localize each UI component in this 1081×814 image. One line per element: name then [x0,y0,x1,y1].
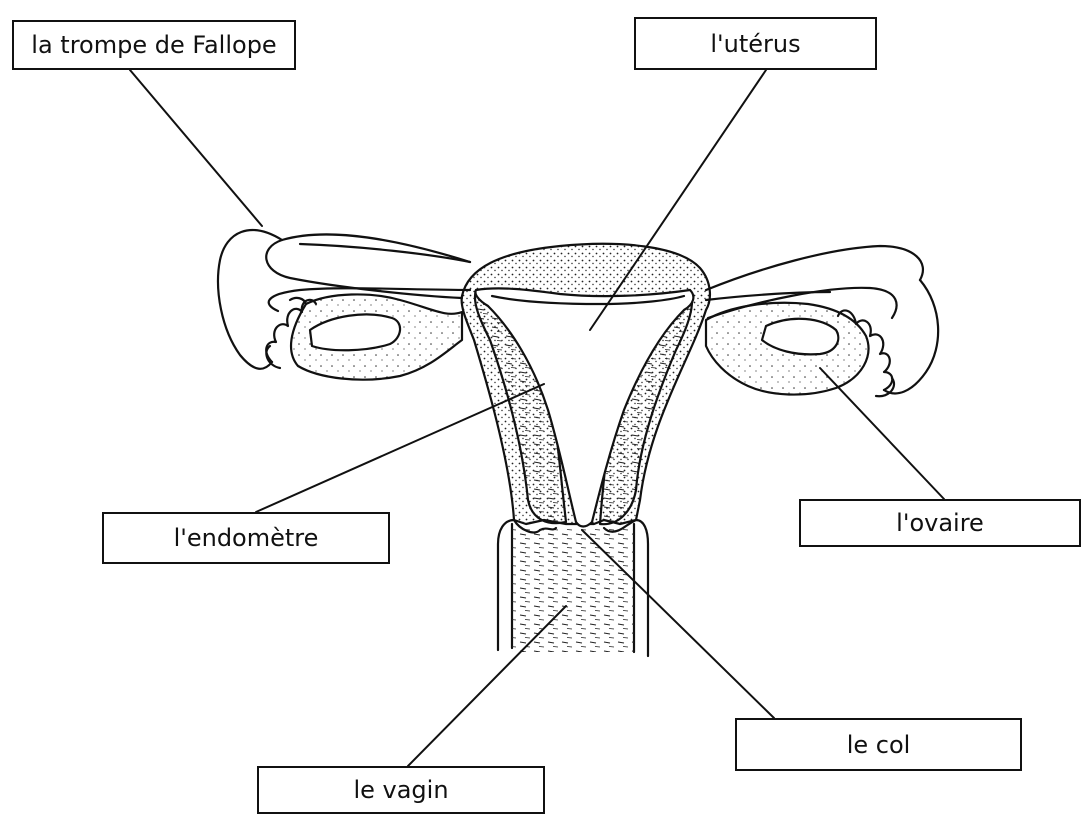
label-ovary: l'ovaire [799,499,1081,547]
leader-line-endometrium [256,384,544,512]
leader-line-vagina [408,606,566,766]
label-cervix: le col [735,718,1022,771]
right-ovary [706,303,868,395]
vagina [498,520,648,657]
label-vagina: le vagin [257,766,545,814]
label-endometrium: l'endomètre [102,512,390,564]
label-fallopian-tube: la trompe de Fallope [12,20,296,70]
leader-line-ovary [820,368,944,499]
label-uterus: l'utérus [634,17,877,70]
left-ovary [291,294,462,379]
leader-line-fallopian-tube [130,70,262,226]
